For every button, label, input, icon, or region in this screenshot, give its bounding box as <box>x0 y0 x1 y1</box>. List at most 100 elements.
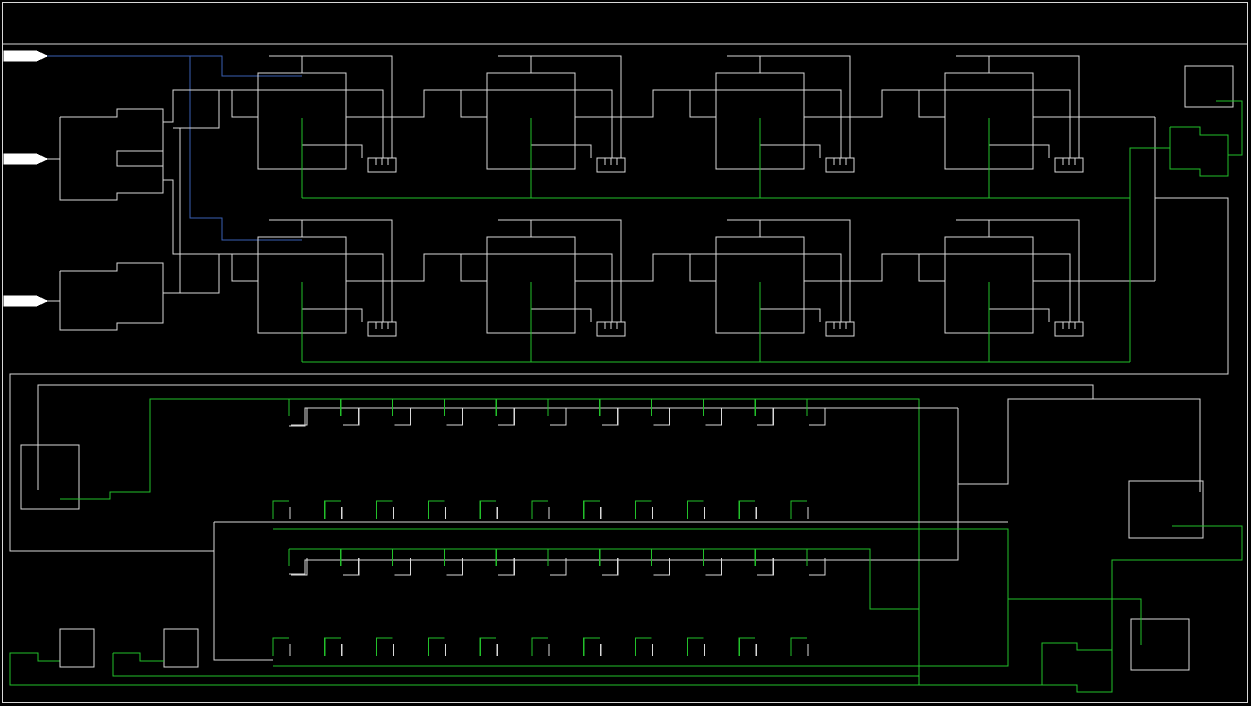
tap <box>427 500 445 519</box>
tap <box>757 558 774 576</box>
signal-wire <box>289 548 919 610</box>
tap <box>705 558 723 576</box>
link-wire <box>575 253 716 282</box>
tap <box>601 558 619 576</box>
tap <box>531 500 548 519</box>
left-blocks <box>47 108 164 331</box>
wire <box>760 144 821 158</box>
signal-wire <box>1041 525 1243 693</box>
link-wire <box>804 253 945 282</box>
wire <box>716 89 842 158</box>
wire <box>760 308 821 322</box>
link-wire <box>804 89 945 118</box>
tap <box>446 558 463 576</box>
wire <box>116 150 163 159</box>
link-wire <box>918 254 945 282</box>
tap <box>757 408 774 426</box>
wire <box>498 55 622 158</box>
wire <box>163 179 258 255</box>
wire <box>302 308 363 322</box>
tap <box>790 500 807 519</box>
tap <box>479 637 497 656</box>
cell-1-4 <box>944 55 1155 198</box>
input-port-2 <box>3 153 49 165</box>
top-right-blocks <box>1169 65 1243 177</box>
wire <box>989 308 1050 322</box>
cell-2-2 <box>486 219 716 362</box>
tap <box>342 408 360 426</box>
lower-block-left <box>20 444 80 510</box>
tap <box>634 500 652 519</box>
wire <box>716 253 842 322</box>
distribution <box>163 89 258 294</box>
logic-block-a <box>59 108 164 201</box>
wire <box>116 159 163 167</box>
right-block-b <box>1130 618 1190 671</box>
lower-section <box>9 384 1243 693</box>
tap <box>394 558 412 576</box>
wire <box>531 144 592 158</box>
signal-wire <box>1008 598 1142 645</box>
input-bus <box>47 55 302 241</box>
wire <box>213 522 273 661</box>
tap <box>324 637 341 656</box>
cell-2-3 <box>715 219 945 362</box>
tap <box>583 637 600 656</box>
signal-wire <box>113 652 164 662</box>
cell-2-1 <box>257 219 487 362</box>
wire <box>163 253 258 294</box>
tap <box>550 558 567 576</box>
loop-wire <box>9 197 1229 552</box>
cell-1-1 <box>257 55 487 198</box>
wire <box>258 253 384 322</box>
tap <box>550 408 567 426</box>
small-block-2 <box>163 628 199 668</box>
signal-wire <box>9 398 920 686</box>
tap <box>531 637 548 656</box>
wire <box>727 219 851 322</box>
tap <box>653 558 671 576</box>
small-blocks <box>59 628 919 677</box>
link-wire <box>346 89 487 118</box>
tap <box>634 637 652 656</box>
block-corner <box>1184 65 1234 108</box>
wire <box>258 89 384 158</box>
tap <box>790 637 807 656</box>
tap <box>446 408 463 426</box>
input-port-3 <box>3 295 49 307</box>
wire <box>531 308 592 322</box>
wire <box>302 144 363 158</box>
tap <box>291 558 308 576</box>
wire <box>289 408 959 575</box>
cell-1-2 <box>486 55 716 198</box>
tap <box>583 500 600 519</box>
tap <box>376 500 393 519</box>
wire <box>163 89 258 123</box>
tap <box>601 408 619 426</box>
link-wire <box>689 90 716 118</box>
link-wire <box>346 253 487 282</box>
link-wire <box>918 90 945 118</box>
tap <box>738 500 756 519</box>
tap <box>342 558 360 576</box>
wire <box>945 253 1071 322</box>
logic-block-b <box>59 262 164 331</box>
link-wire <box>460 90 487 118</box>
right-block-a <box>1128 480 1204 539</box>
bus-wire <box>189 56 302 241</box>
link-wire <box>575 89 716 118</box>
cell-2-4 <box>944 219 1155 362</box>
link-wire <box>689 254 716 282</box>
tap <box>376 637 393 656</box>
wire <box>956 219 1080 322</box>
wire <box>989 144 1050 158</box>
signal-wire <box>1216 100 1243 156</box>
right-blocks <box>919 480 1243 693</box>
signal-wire <box>1129 147 1170 362</box>
wire <box>37 384 1094 490</box>
tap <box>394 408 412 426</box>
wire <box>727 55 851 158</box>
tap <box>498 558 515 576</box>
